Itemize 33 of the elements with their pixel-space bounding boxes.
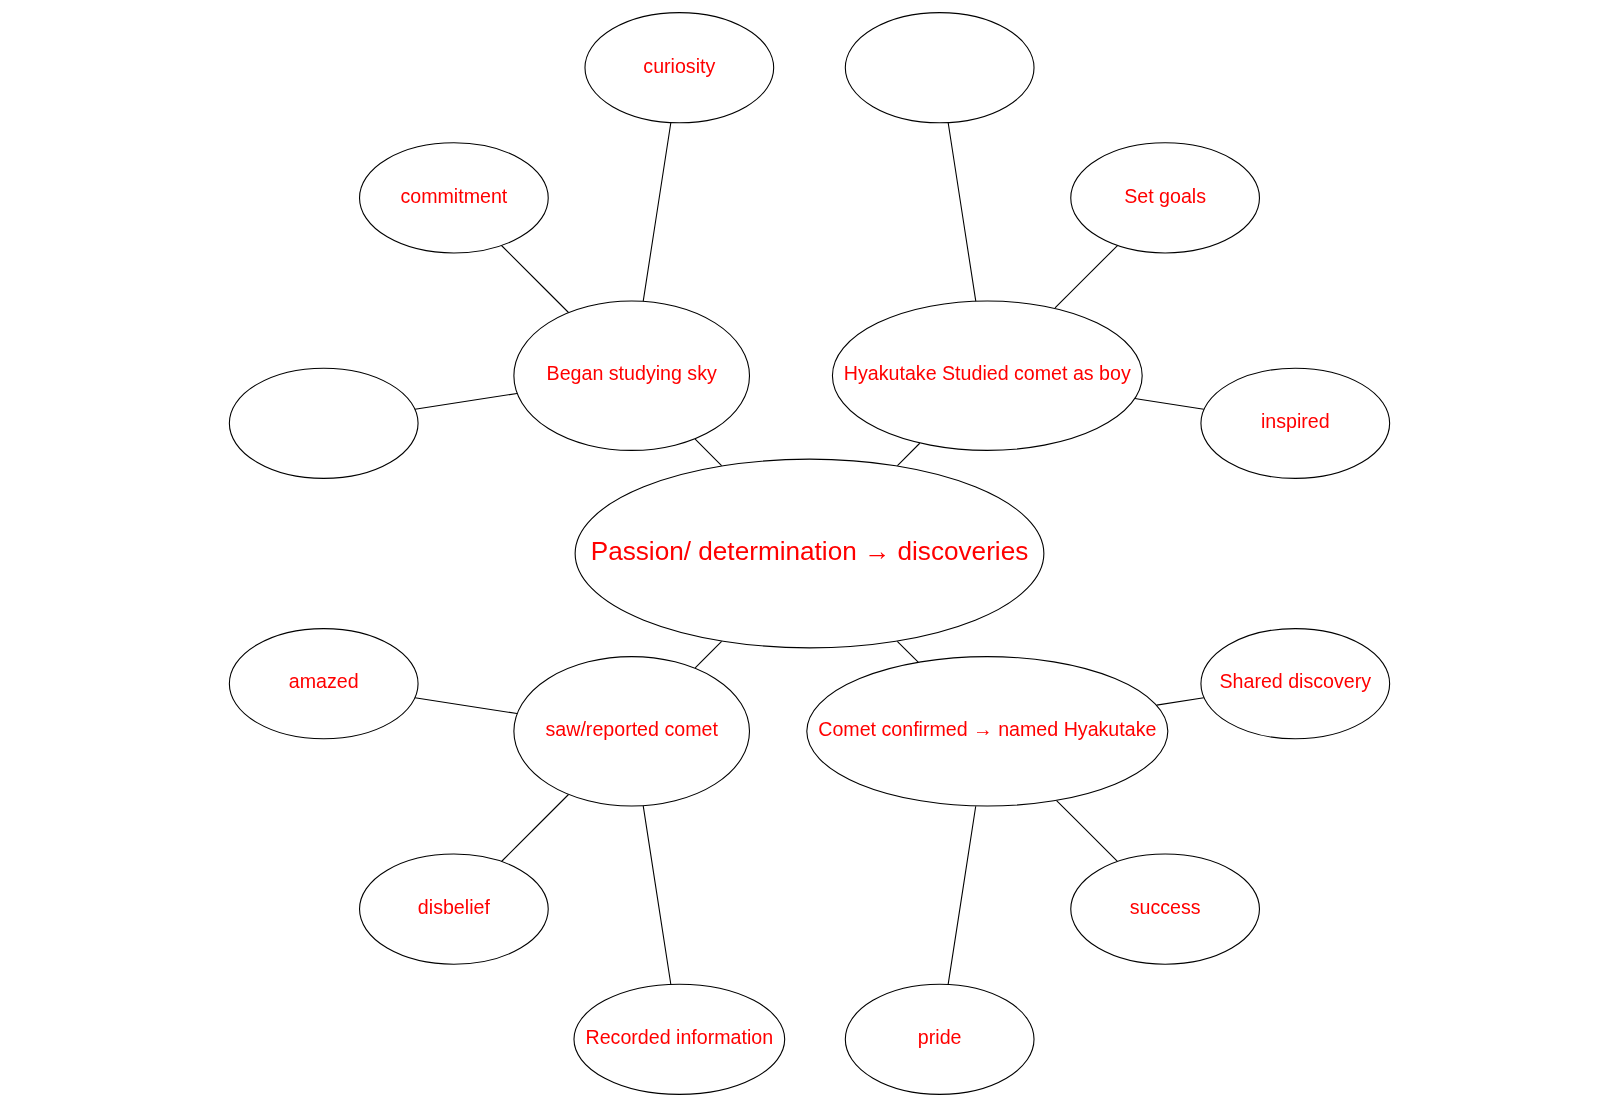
connector [947,805,976,985]
node-ellipse: Set goals [1069,142,1260,254]
connector [413,392,518,410]
node-ellipse: success [1069,853,1260,965]
connector [642,805,671,985]
node-ellipse: curiosity [583,12,774,124]
node-ellipse: Began studying sky [512,300,750,451]
connector [896,640,919,663]
connector [1155,697,1204,706]
node-ellipse: amazed [228,628,419,740]
connector [1133,398,1204,410]
node-ellipse: saw/reported comet [512,656,750,807]
node-ellipse [228,367,419,479]
node-ellipse: Hyakutake Studied comet as boy [831,300,1143,451]
connector [1055,800,1118,862]
node-ellipse: inspired [1199,367,1390,479]
node-ellipse: commitment [358,142,549,254]
node-ellipse [844,12,1035,124]
node-ellipse: Comet confirmed → named Hyakutake [805,656,1168,807]
connector [642,122,671,302]
connector [500,244,569,314]
node-ellipse: Recorded information [572,983,785,1095]
connector [896,442,920,467]
node-ellipse: Passion/ determination → discoveries [574,458,1044,649]
connector [413,697,518,715]
connector [694,438,722,467]
node-ellipse: pride [844,983,1035,1095]
connector [500,793,569,863]
connector [947,122,976,302]
connector [1054,245,1118,309]
node-ellipse: Shared discovery [1199,628,1390,740]
node-ellipse: disbelief [358,853,549,965]
connector [694,640,722,669]
